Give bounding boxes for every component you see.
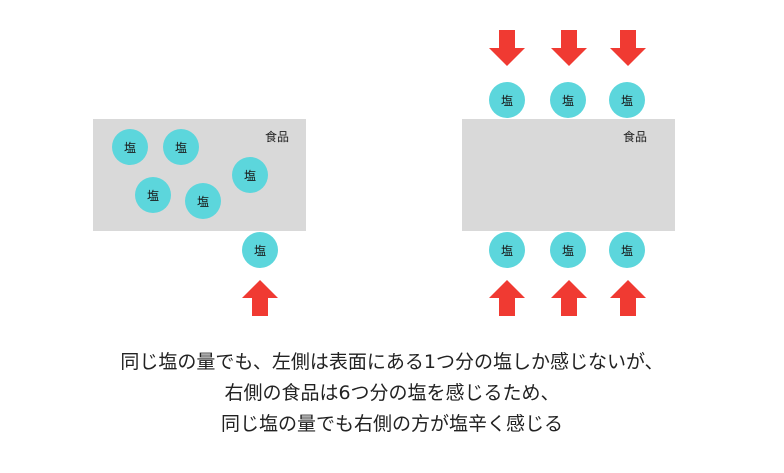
- food-label-right: 食品: [623, 130, 648, 144]
- caption-line-3: 同じ塩の量でも右側の方が塩辛く感じる: [220, 413, 563, 435]
- arrow-down-icon: [489, 30, 525, 66]
- salt-particle-bottom: 塩: [609, 232, 645, 268]
- food-label-left: 食品: [265, 130, 290, 144]
- salt-particle-bottom: 塩: [489, 232, 525, 268]
- arrow-up-icon: [610, 280, 646, 316]
- arrow-up-icon: [489, 280, 525, 316]
- salt-particle: 塩: [163, 129, 199, 165]
- salt-particle-top: 塩: [489, 82, 525, 118]
- salt-particle: 塩: [185, 183, 221, 219]
- arrow-up-icon: [242, 280, 278, 316]
- arrow-down-icon: [551, 30, 587, 66]
- caption-line-1: 同じ塩の量でも、左側は表面にある1つ分の塩しか感じないが、: [120, 351, 664, 373]
- salt-particle-top: 塩: [550, 82, 586, 118]
- salt-particle: 塩: [135, 177, 171, 213]
- food-block-right: [462, 119, 675, 231]
- salt-particle: 塩: [232, 157, 268, 193]
- salt-particle: 塩: [112, 129, 148, 165]
- caption-line-2: 右側の食品は6つ分の塩を感じるため、: [224, 382, 560, 404]
- salt-particle-top: 塩: [609, 82, 645, 118]
- salt-particle-surface: 塩: [242, 232, 278, 268]
- salt-particle-bottom: 塩: [550, 232, 586, 268]
- arrow-down-icon: [610, 30, 646, 66]
- arrow-up-icon: [551, 280, 587, 316]
